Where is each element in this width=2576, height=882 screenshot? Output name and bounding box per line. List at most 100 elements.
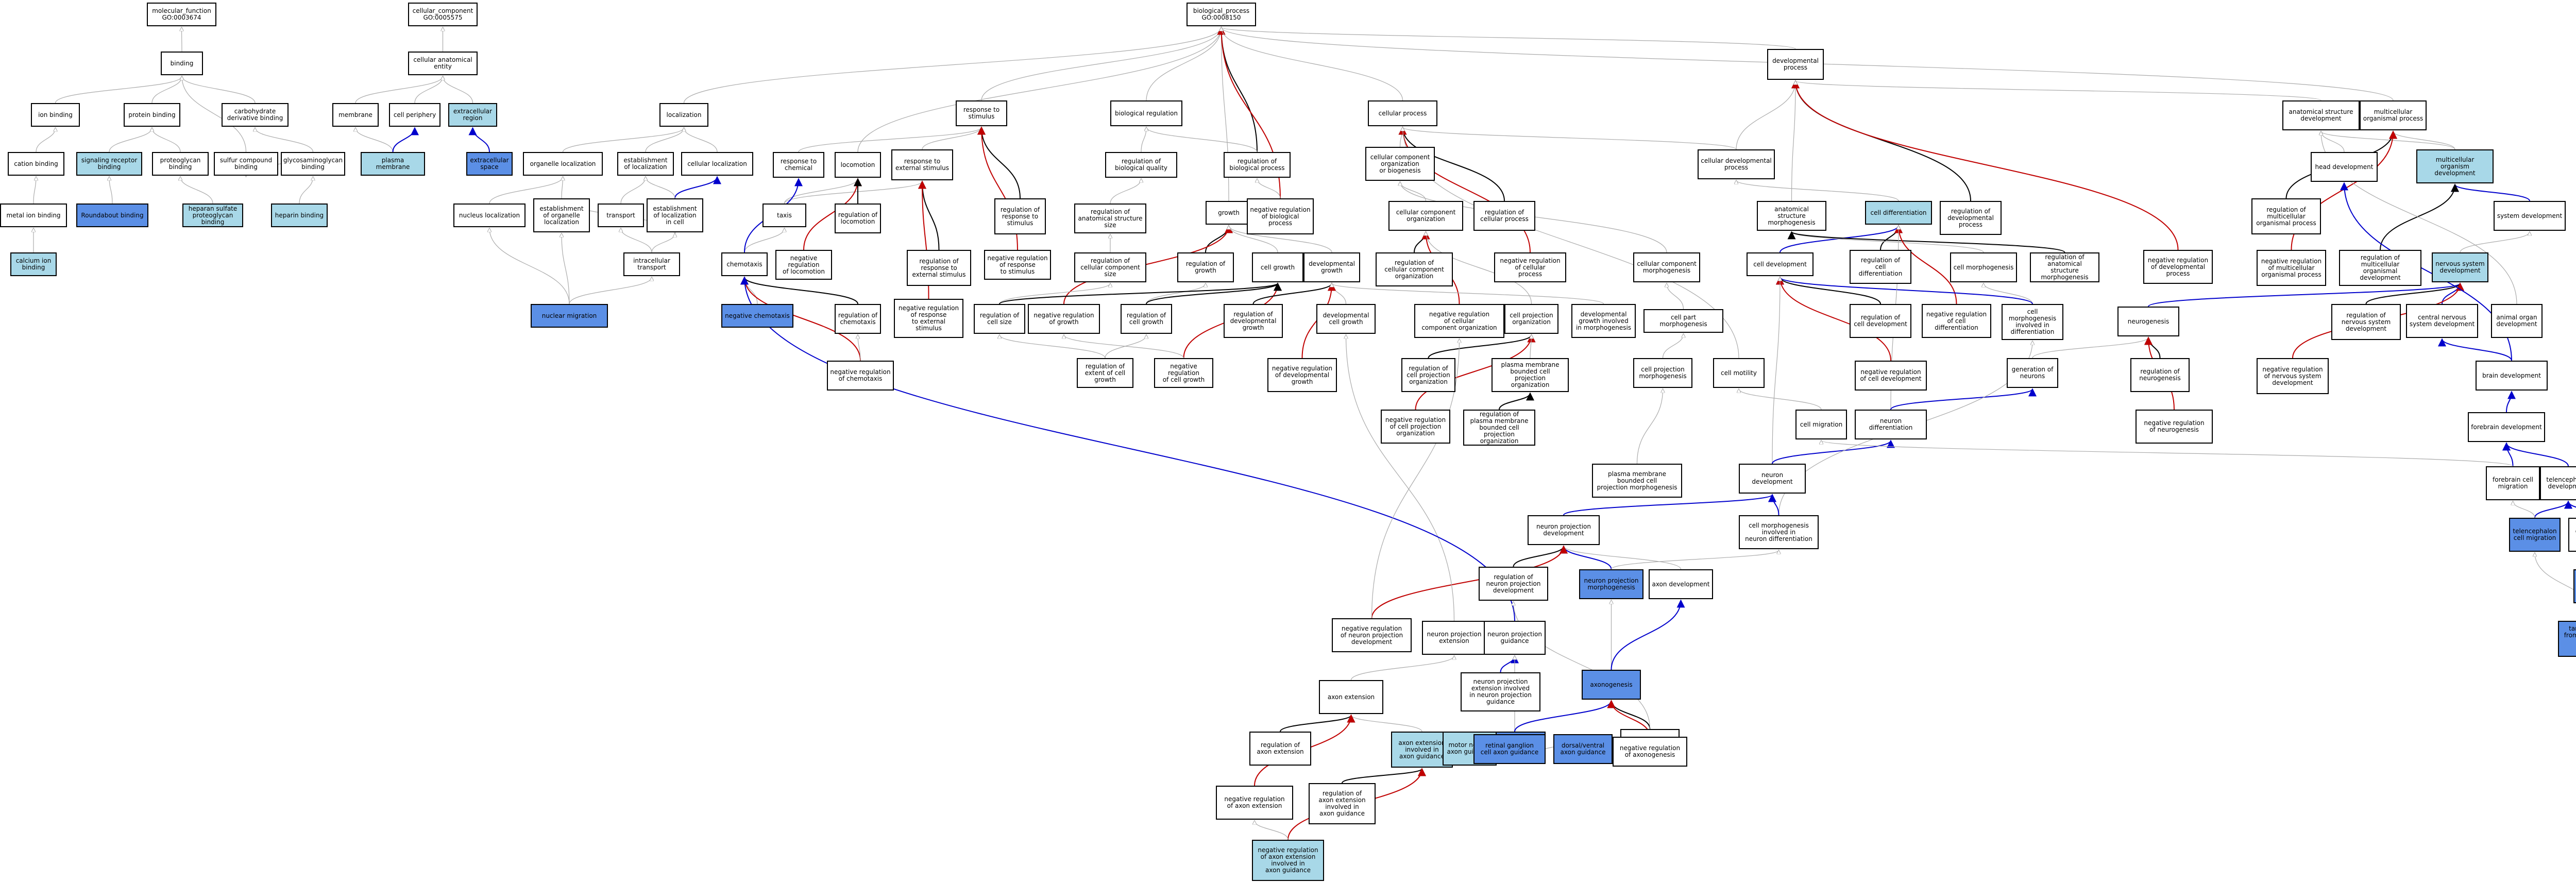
go-term-node[interactable]: cellular anatomical entity: [408, 52, 478, 75]
go-term-node[interactable]: negative regulation of axonogenesis: [1613, 737, 1687, 767]
go-term-node[interactable]: neuron projection extension involved in …: [1461, 672, 1540, 711]
go-term-node[interactable]: regulation of cell differentiation: [1850, 250, 1911, 284]
go-term-node[interactable]: anatomical structure morphogenesis: [1757, 201, 1826, 231]
go-term-node[interactable]: molecular_function GO:0003674: [147, 3, 216, 26]
go-term-node[interactable]: negative regulation of cell projection o…: [1381, 410, 1450, 444]
go-term-node[interactable]: retinal ganglion cell axon guidance: [1473, 734, 1546, 764]
go-term-node[interactable]: multicellular organism development: [2416, 149, 2494, 183]
go-term-node[interactable]: cellular process: [1368, 100, 1437, 126]
go-term-node[interactable]: cell motility: [1713, 358, 1765, 388]
go-term-node[interactable]: cation binding: [8, 152, 64, 176]
go-term-node[interactable]: regulation of multicellular organismal d…: [2339, 250, 2421, 286]
go-term-node[interactable]: animal organ development: [2491, 304, 2543, 338]
go-term-node[interactable]: system development: [2494, 201, 2566, 231]
go-term-node[interactable]: growth: [1206, 201, 1252, 225]
go-term-node[interactable]: biological regulation: [1110, 100, 1182, 126]
go-term-node[interactable]: binding: [161, 52, 203, 75]
go-term-node[interactable]: membrane: [332, 103, 379, 127]
go-term-node[interactable]: regulation of cell growth: [1121, 304, 1172, 334]
go-term-node[interactable]: regulation of axon extension involved in…: [1309, 783, 1376, 824]
go-term-node[interactable]: chemotaxis: [721, 252, 768, 276]
go-term-node[interactable]: axon extension: [1319, 680, 1383, 714]
go-term-node[interactable]: central nervous system development: [2406, 304, 2478, 338]
go-term-node[interactable]: intracellular transport: [623, 252, 680, 276]
go-term-node[interactable]: neuron projection morphogenesis: [1579, 569, 1643, 599]
go-term-node[interactable]: axonogenesis: [1582, 670, 1641, 700]
go-term-node[interactable]: regulation of cellular component organiz…: [1376, 252, 1453, 286]
go-term-node[interactable]: neuron projection extension: [1422, 621, 1486, 655]
go-term-node[interactable]: regulation of cellular process: [1473, 201, 1535, 231]
go-term-node[interactable]: regulation of developmental process: [1940, 201, 2002, 235]
go-term-node[interactable]: cell projection organization: [1504, 304, 1558, 334]
go-term-node[interactable]: neuron projection development: [1528, 515, 1600, 545]
go-term-node[interactable]: extracellular space: [466, 152, 513, 176]
go-term-node[interactable]: regulation of cell development: [1850, 304, 1911, 338]
go-term-node[interactable]: extracellular region: [448, 103, 497, 127]
go-term-node[interactable]: metal ion binding: [0, 203, 67, 227]
go-term-node[interactable]: cell morphogenesis: [1950, 252, 2017, 282]
go-term-node[interactable]: regulation of anatomical structure size: [1074, 203, 1146, 233]
go-term-node[interactable]: developmental process: [1767, 49, 1824, 80]
go-term-node[interactable]: neuron development: [1739, 464, 1806, 494]
go-term-node[interactable]: Roundabout binding: [76, 203, 148, 227]
go-term-node[interactable]: negative regulation of response to exter…: [894, 299, 963, 338]
go-term-node[interactable]: cell part morphogenesis: [1643, 309, 1723, 333]
go-term-node[interactable]: neuron projection guidance: [1484, 621, 1546, 655]
go-term-node[interactable]: tangential migration from the subventric…: [2558, 621, 2576, 657]
go-term-node[interactable]: negative regulation of axon extension in…: [1252, 840, 1324, 881]
go-term-node[interactable]: cell differentiation: [1865, 201, 1932, 225]
go-term-node[interactable]: taxis: [762, 203, 806, 227]
go-term-node[interactable]: negative regulation of locomotion: [775, 250, 832, 280]
go-term-node[interactable]: forebrain cell migration: [2486, 466, 2540, 500]
go-term-node[interactable]: regulation of chemotaxis: [835, 304, 881, 334]
go-term-node[interactable]: head development: [2311, 152, 2378, 182]
go-term-node[interactable]: response to chemical: [773, 152, 824, 178]
go-term-node[interactable]: nucleus localization: [453, 203, 526, 227]
go-term-node[interactable]: regulation of cell size: [974, 304, 1025, 334]
go-term-node[interactable]: negative regulation of chemotaxis: [827, 361, 894, 391]
go-term-node[interactable]: negative regulation of axon extension: [1216, 786, 1293, 820]
go-term-node[interactable]: cell development: [1747, 252, 1814, 276]
go-term-node[interactable]: plasma membrane bounded cell projection …: [1592, 464, 1682, 498]
go-term-node[interactable]: regulation of cellular component size: [1074, 252, 1146, 282]
go-term-node[interactable]: proteoglycan binding: [152, 152, 209, 176]
go-term-node[interactable]: regulation of neurogenesis: [2130, 358, 2190, 392]
go-term-node[interactable]: negative chemotaxis: [721, 304, 793, 328]
go-term-node[interactable]: cellular component morphogenesis: [1633, 252, 1700, 282]
go-term-node[interactable]: cellular component organization or bioge…: [1365, 147, 1435, 181]
go-term-node[interactable]: nervous system development: [2432, 252, 2488, 282]
go-term-node[interactable]: plasma membrane: [361, 152, 425, 176]
go-term-node[interactable]: telencephalon development: [2540, 466, 2576, 500]
go-term-node[interactable]: olfactory lobe development: [2568, 518, 2576, 552]
go-term-node[interactable]: heparin binding: [271, 203, 328, 227]
go-term-node[interactable]: neurogenesis: [2117, 307, 2179, 336]
go-term-node[interactable]: telencephalon cell migration: [2509, 518, 2561, 552]
go-term-node[interactable]: anatomical structure development: [2282, 100, 2360, 130]
go-term-node[interactable]: regulation of anatomical structure morph…: [2030, 252, 2099, 282]
go-term-node[interactable]: heparan sulfate proteoglycan binding: [182, 203, 243, 227]
go-term-node[interactable]: regulation of response to external stimu…: [907, 250, 971, 286]
go-term-node[interactable]: negative regulation of growth: [1028, 304, 1100, 334]
go-term-node[interactable]: regulation of axon extension: [1249, 732, 1311, 766]
go-term-node[interactable]: regulation of cell projection organizati…: [1401, 358, 1455, 392]
go-term-node[interactable]: negative regulation of cell development: [1855, 361, 1927, 391]
go-term-node[interactable]: negative regulation of cellular componen…: [1414, 304, 1504, 338]
go-term-node[interactable]: sulfur compound binding: [214, 152, 278, 176]
go-term-node[interactable]: calcium ion binding: [10, 252, 57, 276]
go-term-node[interactable]: signaling receptor binding: [76, 152, 142, 176]
go-term-node[interactable]: protein binding: [124, 103, 180, 127]
go-term-node[interactable]: dorsal/ventral axon guidance: [1553, 734, 1613, 764]
go-term-node[interactable]: regulation of biological process: [1224, 152, 1291, 178]
go-term-node[interactable]: regulation of extent of cell growth: [1077, 358, 1133, 388]
go-term-node[interactable]: negative regulation of response to stimu…: [984, 250, 1051, 280]
go-term-node[interactable]: biological_process GO:0008150: [1187, 3, 1256, 26]
go-term-node[interactable]: regulation of locomotion: [835, 203, 881, 233]
go-term-node[interactable]: negative regulation of cell differentiat…: [1922, 304, 1991, 338]
go-term-node[interactable]: regulation of multicellular organismal p…: [2251, 198, 2321, 234]
go-term-node[interactable]: establishment of localization: [617, 152, 674, 176]
go-term-node[interactable]: establishment of organelle localization: [533, 198, 590, 232]
go-term-node[interactable]: organelle localization: [523, 152, 603, 176]
go-term-node[interactable]: developmental growth involved in morphog…: [1571, 304, 1636, 338]
go-term-node[interactable]: carbohydrate derivative binding: [222, 103, 289, 127]
go-term-node[interactable]: cell morphogenesis involved in different…: [2002, 304, 2063, 340]
